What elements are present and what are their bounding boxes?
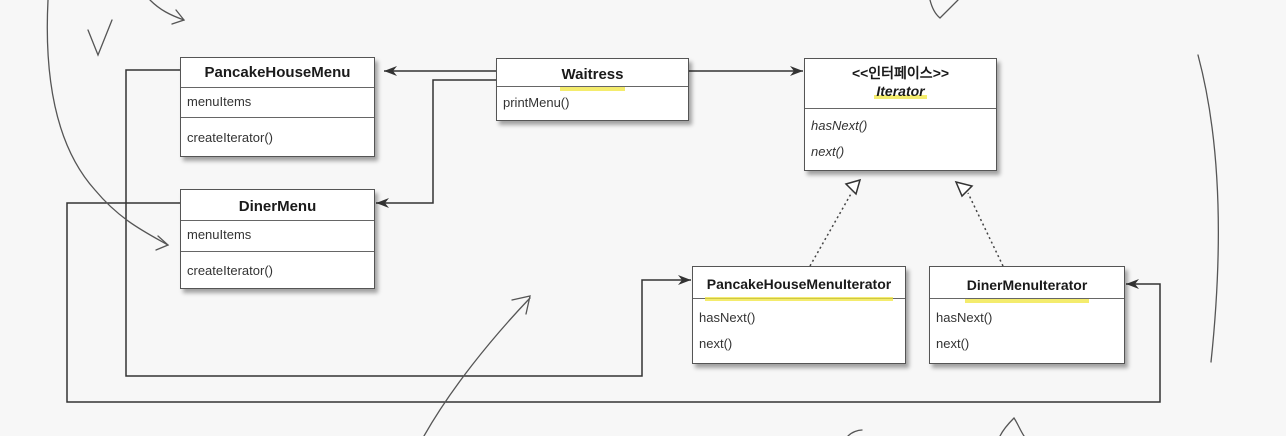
realize-pancake-iterator [809, 191, 853, 267]
class-name: PancakeHouseMenu [204, 64, 351, 81]
methods-section: createIterator() [181, 252, 374, 288]
class-name: Waitress [559, 59, 626, 91]
class-name: DinerMenuIterator [964, 267, 1090, 303]
class-header: DinerMenu [181, 190, 374, 221]
class-header: PancakeHouseMenuIterator [693, 267, 905, 301]
realize-arrow-diner [954, 180, 974, 198]
attributes-section: menuItems [181, 88, 374, 118]
create-pancake-iterator [125, 69, 691, 377]
methods-section: hasNext() next() [805, 109, 996, 170]
method-item: hasNext() [936, 310, 993, 325]
methods-section: printMenu() [497, 87, 688, 120]
method-item: next() [811, 144, 845, 159]
class-diner-menu-iterator: DinerMenuIterator hasNext() next() [929, 266, 1125, 364]
class-pancake-house-menu: PancakeHouseMenu menuItems createIterato… [180, 57, 375, 157]
realize-diner-iterator [967, 192, 1004, 267]
stereotype-label: <<인터페이스>> [851, 65, 950, 81]
class-name: PancakeHouseMenuIterator [704, 267, 894, 301]
class-header: Waitress [497, 59, 688, 91]
methods-section: createIterator() [181, 118, 374, 156]
methods-section: hasNext() next() [693, 299, 905, 363]
class-waitress: Waitress printMenu() [496, 58, 689, 121]
interface-name: Iterator [874, 83, 927, 99]
method-item: hasNext() [811, 118, 868, 133]
method-item: next() [699, 336, 733, 351]
create-diner-iterator [66, 202, 1161, 403]
realize-arrow-pancake [844, 178, 862, 196]
class-header: DinerMenuIterator [930, 267, 1124, 303]
attributes-section: menuItems [181, 221, 374, 252]
method-item: createIterator() [187, 130, 273, 145]
attribute-item: menuItems [187, 227, 252, 242]
attribute-item: menuItems [187, 94, 252, 109]
interface-iterator: <<인터페이스>> Iterator hasNext() next() [804, 58, 997, 171]
assoc-waitress-diner [376, 79, 497, 208]
handwritten-marks [46, 0, 1219, 436]
class-name: DinerMenu [238, 198, 317, 215]
method-item: printMenu() [503, 95, 570, 110]
method-item: next() [936, 336, 970, 351]
class-diner-menu: DinerMenu menuItems createIterator() [180, 189, 375, 289]
method-item: hasNext() [699, 310, 756, 325]
class-pancake-house-menu-iterator: PancakeHouseMenuIterator hasNext() next(… [692, 266, 906, 364]
class-header: PancakeHouseMenu [181, 58, 374, 88]
method-item: createIterator() [187, 263, 273, 278]
class-header: <<인터페이스>> Iterator [805, 59, 996, 109]
methods-section: hasNext() next() [930, 299, 1124, 363]
